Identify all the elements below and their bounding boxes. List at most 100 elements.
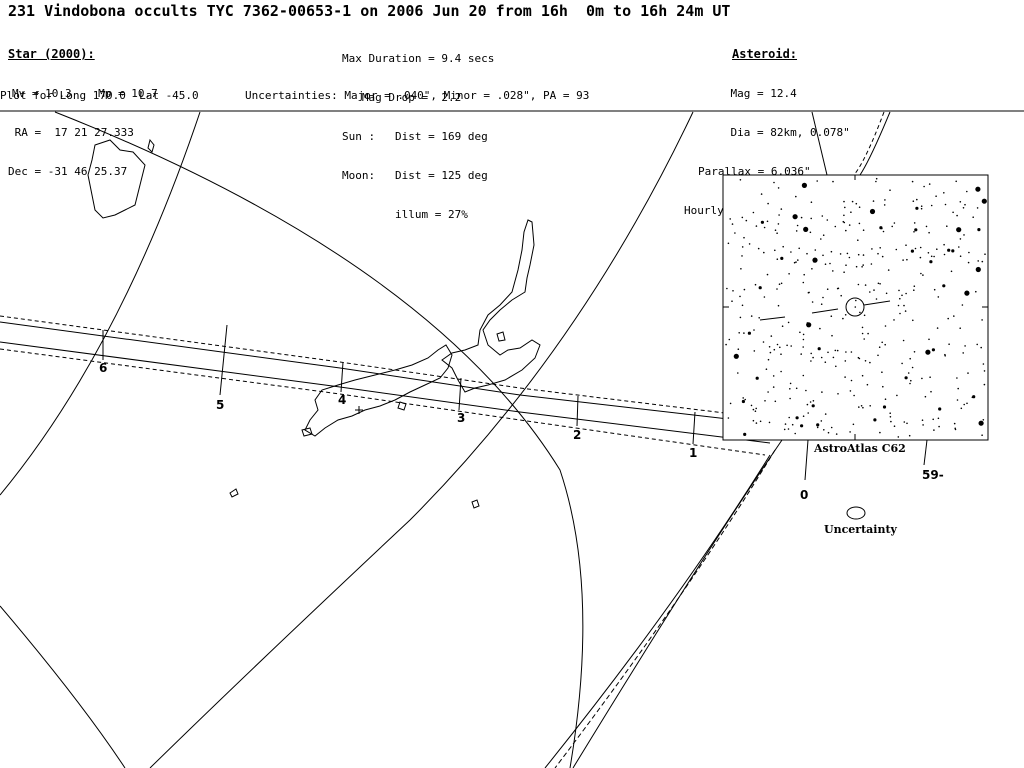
field-star xyxy=(877,282,880,285)
field-star xyxy=(913,285,916,288)
field-star xyxy=(889,412,891,415)
field-star xyxy=(725,343,727,346)
field-star xyxy=(913,351,916,353)
field-star xyxy=(953,422,956,425)
field-star xyxy=(807,291,810,294)
field-star xyxy=(789,382,792,385)
field-star xyxy=(752,408,755,411)
field-star xyxy=(977,228,981,232)
field-star xyxy=(812,400,815,402)
field-star xyxy=(893,425,896,428)
field-star xyxy=(766,273,769,276)
star-field xyxy=(725,177,987,438)
field-star xyxy=(800,353,802,355)
field-star xyxy=(728,338,731,341)
target-star-circle xyxy=(845,297,865,317)
field-star xyxy=(890,420,892,423)
field-star xyxy=(817,347,821,351)
field-star xyxy=(897,304,900,307)
field-star xyxy=(873,418,877,422)
field-star xyxy=(902,339,905,342)
star-heading: Star (2000): xyxy=(8,47,95,61)
field-star xyxy=(820,420,823,422)
field-star xyxy=(816,423,820,427)
field-star xyxy=(762,341,765,343)
field-star xyxy=(904,310,907,312)
field-star xyxy=(975,186,981,192)
shadow-north-limit xyxy=(0,321,781,426)
field-star xyxy=(744,398,746,401)
field-star xyxy=(766,220,769,223)
field-star xyxy=(904,376,908,380)
tasmania-coastline xyxy=(87,139,146,219)
field-star xyxy=(950,270,953,273)
field-star xyxy=(755,422,758,424)
field-star xyxy=(750,404,753,407)
field-star xyxy=(906,258,908,261)
sun-distance: Sun : Dist = 169 deg xyxy=(342,130,488,143)
field-star xyxy=(803,226,809,232)
field-star xyxy=(772,375,775,377)
field-star xyxy=(943,192,945,194)
field-star xyxy=(947,317,949,320)
field-star xyxy=(840,294,842,297)
field-star xyxy=(858,206,861,208)
field-star xyxy=(824,413,827,415)
field-star xyxy=(852,423,855,426)
field-star xyxy=(981,260,984,263)
field-star xyxy=(862,229,865,231)
field-star xyxy=(743,288,746,291)
field-star xyxy=(780,256,784,260)
field-star xyxy=(774,400,777,403)
field-star xyxy=(802,281,805,284)
time-tick-4 xyxy=(340,361,344,393)
moon-illumination: illum = 27% xyxy=(342,208,468,221)
field-star xyxy=(857,253,860,256)
field-star xyxy=(879,247,881,249)
field-star xyxy=(802,346,804,348)
field-star xyxy=(780,208,783,210)
field-star xyxy=(727,417,730,419)
field-star xyxy=(755,225,758,227)
field-star xyxy=(788,273,790,275)
path-upper-right-3 xyxy=(811,111,828,176)
field-star xyxy=(800,424,804,428)
field-star xyxy=(807,412,809,414)
field-star xyxy=(809,401,812,403)
field-star xyxy=(773,181,775,184)
field-star xyxy=(981,319,983,321)
field-star xyxy=(966,190,968,193)
field-star xyxy=(781,325,784,328)
field-star xyxy=(741,246,744,248)
field-star xyxy=(906,422,908,425)
field-star xyxy=(776,288,778,290)
field-star xyxy=(912,200,915,202)
max-duration: Max Duration = 9.4 secs xyxy=(342,52,495,65)
field-star xyxy=(850,211,852,213)
field-star xyxy=(928,183,931,185)
field-star xyxy=(754,410,757,413)
field-star xyxy=(889,189,891,191)
field-star xyxy=(738,332,740,334)
field-star xyxy=(921,377,923,380)
field-star xyxy=(810,201,813,203)
field-star xyxy=(832,270,834,272)
field-star xyxy=(843,214,845,217)
time-tick-2 xyxy=(576,395,579,427)
field-star xyxy=(959,238,962,240)
field-star xyxy=(962,352,964,354)
field-star xyxy=(741,304,744,307)
field-star xyxy=(975,290,977,293)
field-star xyxy=(837,287,840,290)
field-star xyxy=(863,338,865,340)
time-label-2: 2 xyxy=(573,428,581,442)
field-star xyxy=(977,260,979,262)
field-star xyxy=(831,334,833,337)
field-star xyxy=(777,187,780,189)
field-star xyxy=(765,368,768,371)
field-star xyxy=(763,251,765,254)
field-star xyxy=(899,312,901,315)
field-star xyxy=(913,289,915,292)
uncertainty-label: Uncertainty xyxy=(824,523,898,536)
